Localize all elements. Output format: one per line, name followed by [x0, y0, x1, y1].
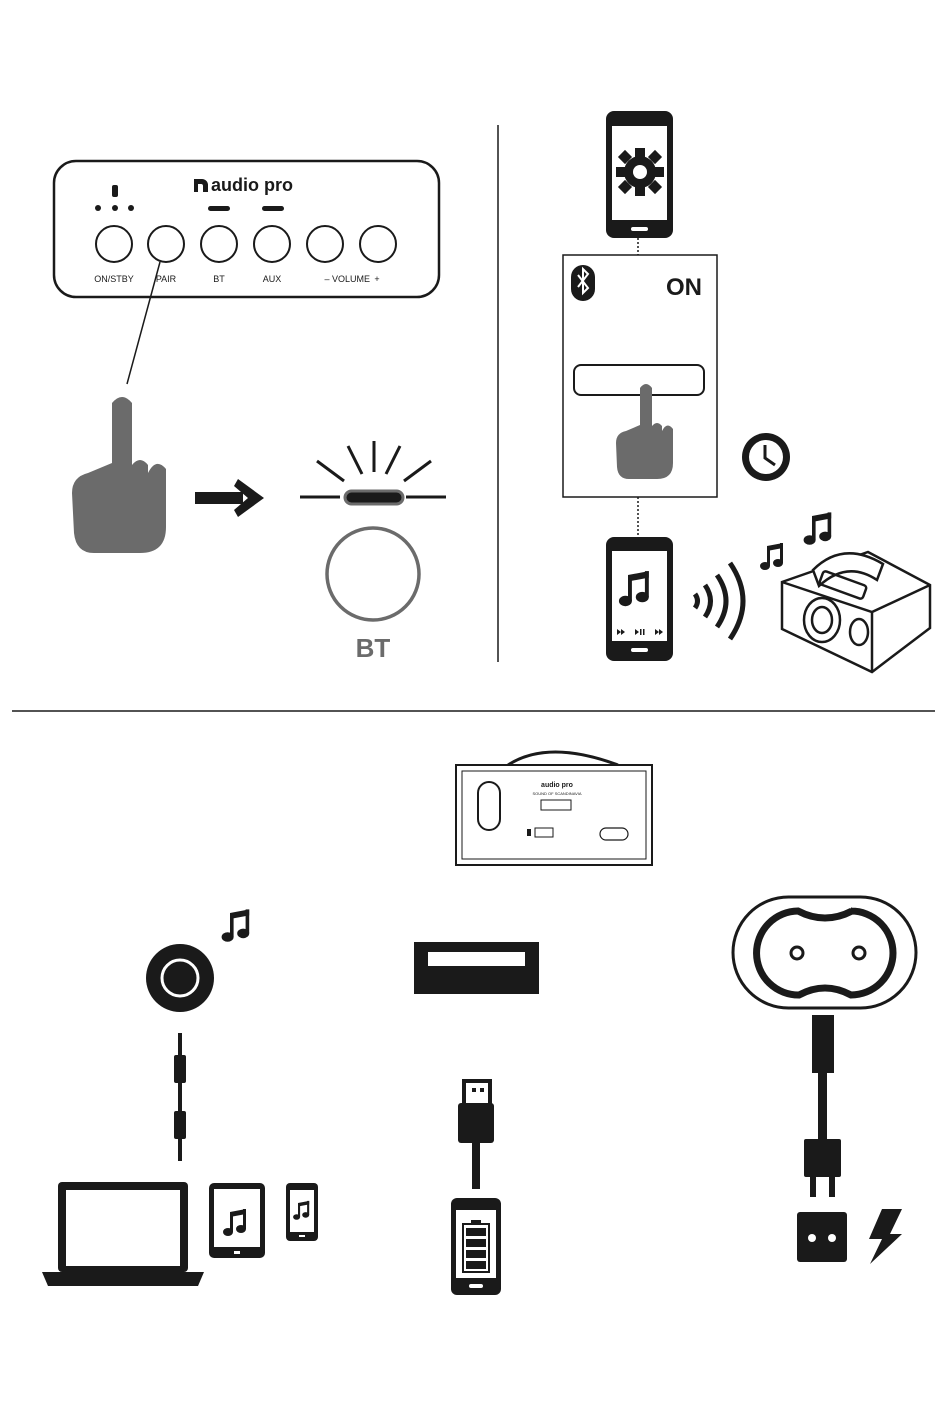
volume-label: VOLUME — [332, 274, 370, 284]
gear-icon — [616, 148, 664, 196]
power-cable-icon — [804, 1015, 841, 1197]
on-stby-button[interactable] — [96, 226, 132, 262]
small-phone-icon — [286, 1183, 318, 1241]
speaker-icon — [782, 552, 930, 672]
wall-socket-icon — [797, 1212, 847, 1262]
aux-button[interactable] — [254, 226, 290, 262]
bluetooth-icon — [571, 265, 595, 301]
device-select-bar[interactable] — [574, 365, 704, 395]
brand-label: audio pro — [211, 175, 293, 195]
bt-button[interactable] — [201, 226, 237, 262]
volume-plus-label: + — [374, 274, 379, 284]
music-note-icon — [804, 512, 832, 544]
bt-led-blinking — [300, 441, 446, 504]
clock-icon — [742, 433, 790, 481]
arrow-right-icon — [195, 479, 264, 517]
power-inlet-icon — [733, 897, 916, 1008]
usb-port-icon — [414, 942, 539, 994]
tablet-icon — [209, 1183, 265, 1258]
control-panel: audio pro ON/STBY PAIR BT AUX – VOLUME + — [54, 161, 439, 297]
volume-minus-label: – — [324, 274, 329, 284]
standby-indicator-icon — [95, 185, 134, 211]
audio-pro-logo-icon — [194, 179, 208, 192]
pair-button[interactable] — [148, 226, 184, 262]
pointing-hand-icon — [72, 397, 166, 553]
aux-cable-icon — [174, 1033, 186, 1161]
aux-led — [262, 206, 284, 211]
on-stby-label: ON/STBY — [94, 274, 134, 284]
laptop-icon — [42, 1182, 204, 1286]
volume-up-button[interactable] — [360, 226, 396, 262]
speaker-back-panel — [456, 752, 652, 865]
music-note-icon — [760, 543, 783, 570]
usb-cable-icon — [458, 1081, 494, 1189]
bt-button-large[interactable] — [327, 528, 419, 620]
wireless-waves-icon — [695, 563, 743, 639]
bt-label: BT — [213, 274, 225, 284]
bt-led — [208, 206, 230, 211]
back-panel-tagline: SOUND OF SCANDINAVIA — [532, 791, 581, 796]
aux-label: AUX — [263, 274, 282, 284]
bluetooth-state-label: ON — [666, 274, 702, 301]
lightning-icon — [869, 1209, 902, 1264]
bt-button-large-label: BT — [356, 633, 391, 663]
volume-down-button[interactable] — [307, 226, 343, 262]
music-note-icon — [222, 909, 250, 941]
pair-label: PAIR — [156, 274, 177, 284]
back-panel-brand: audio pro — [541, 782, 573, 789]
